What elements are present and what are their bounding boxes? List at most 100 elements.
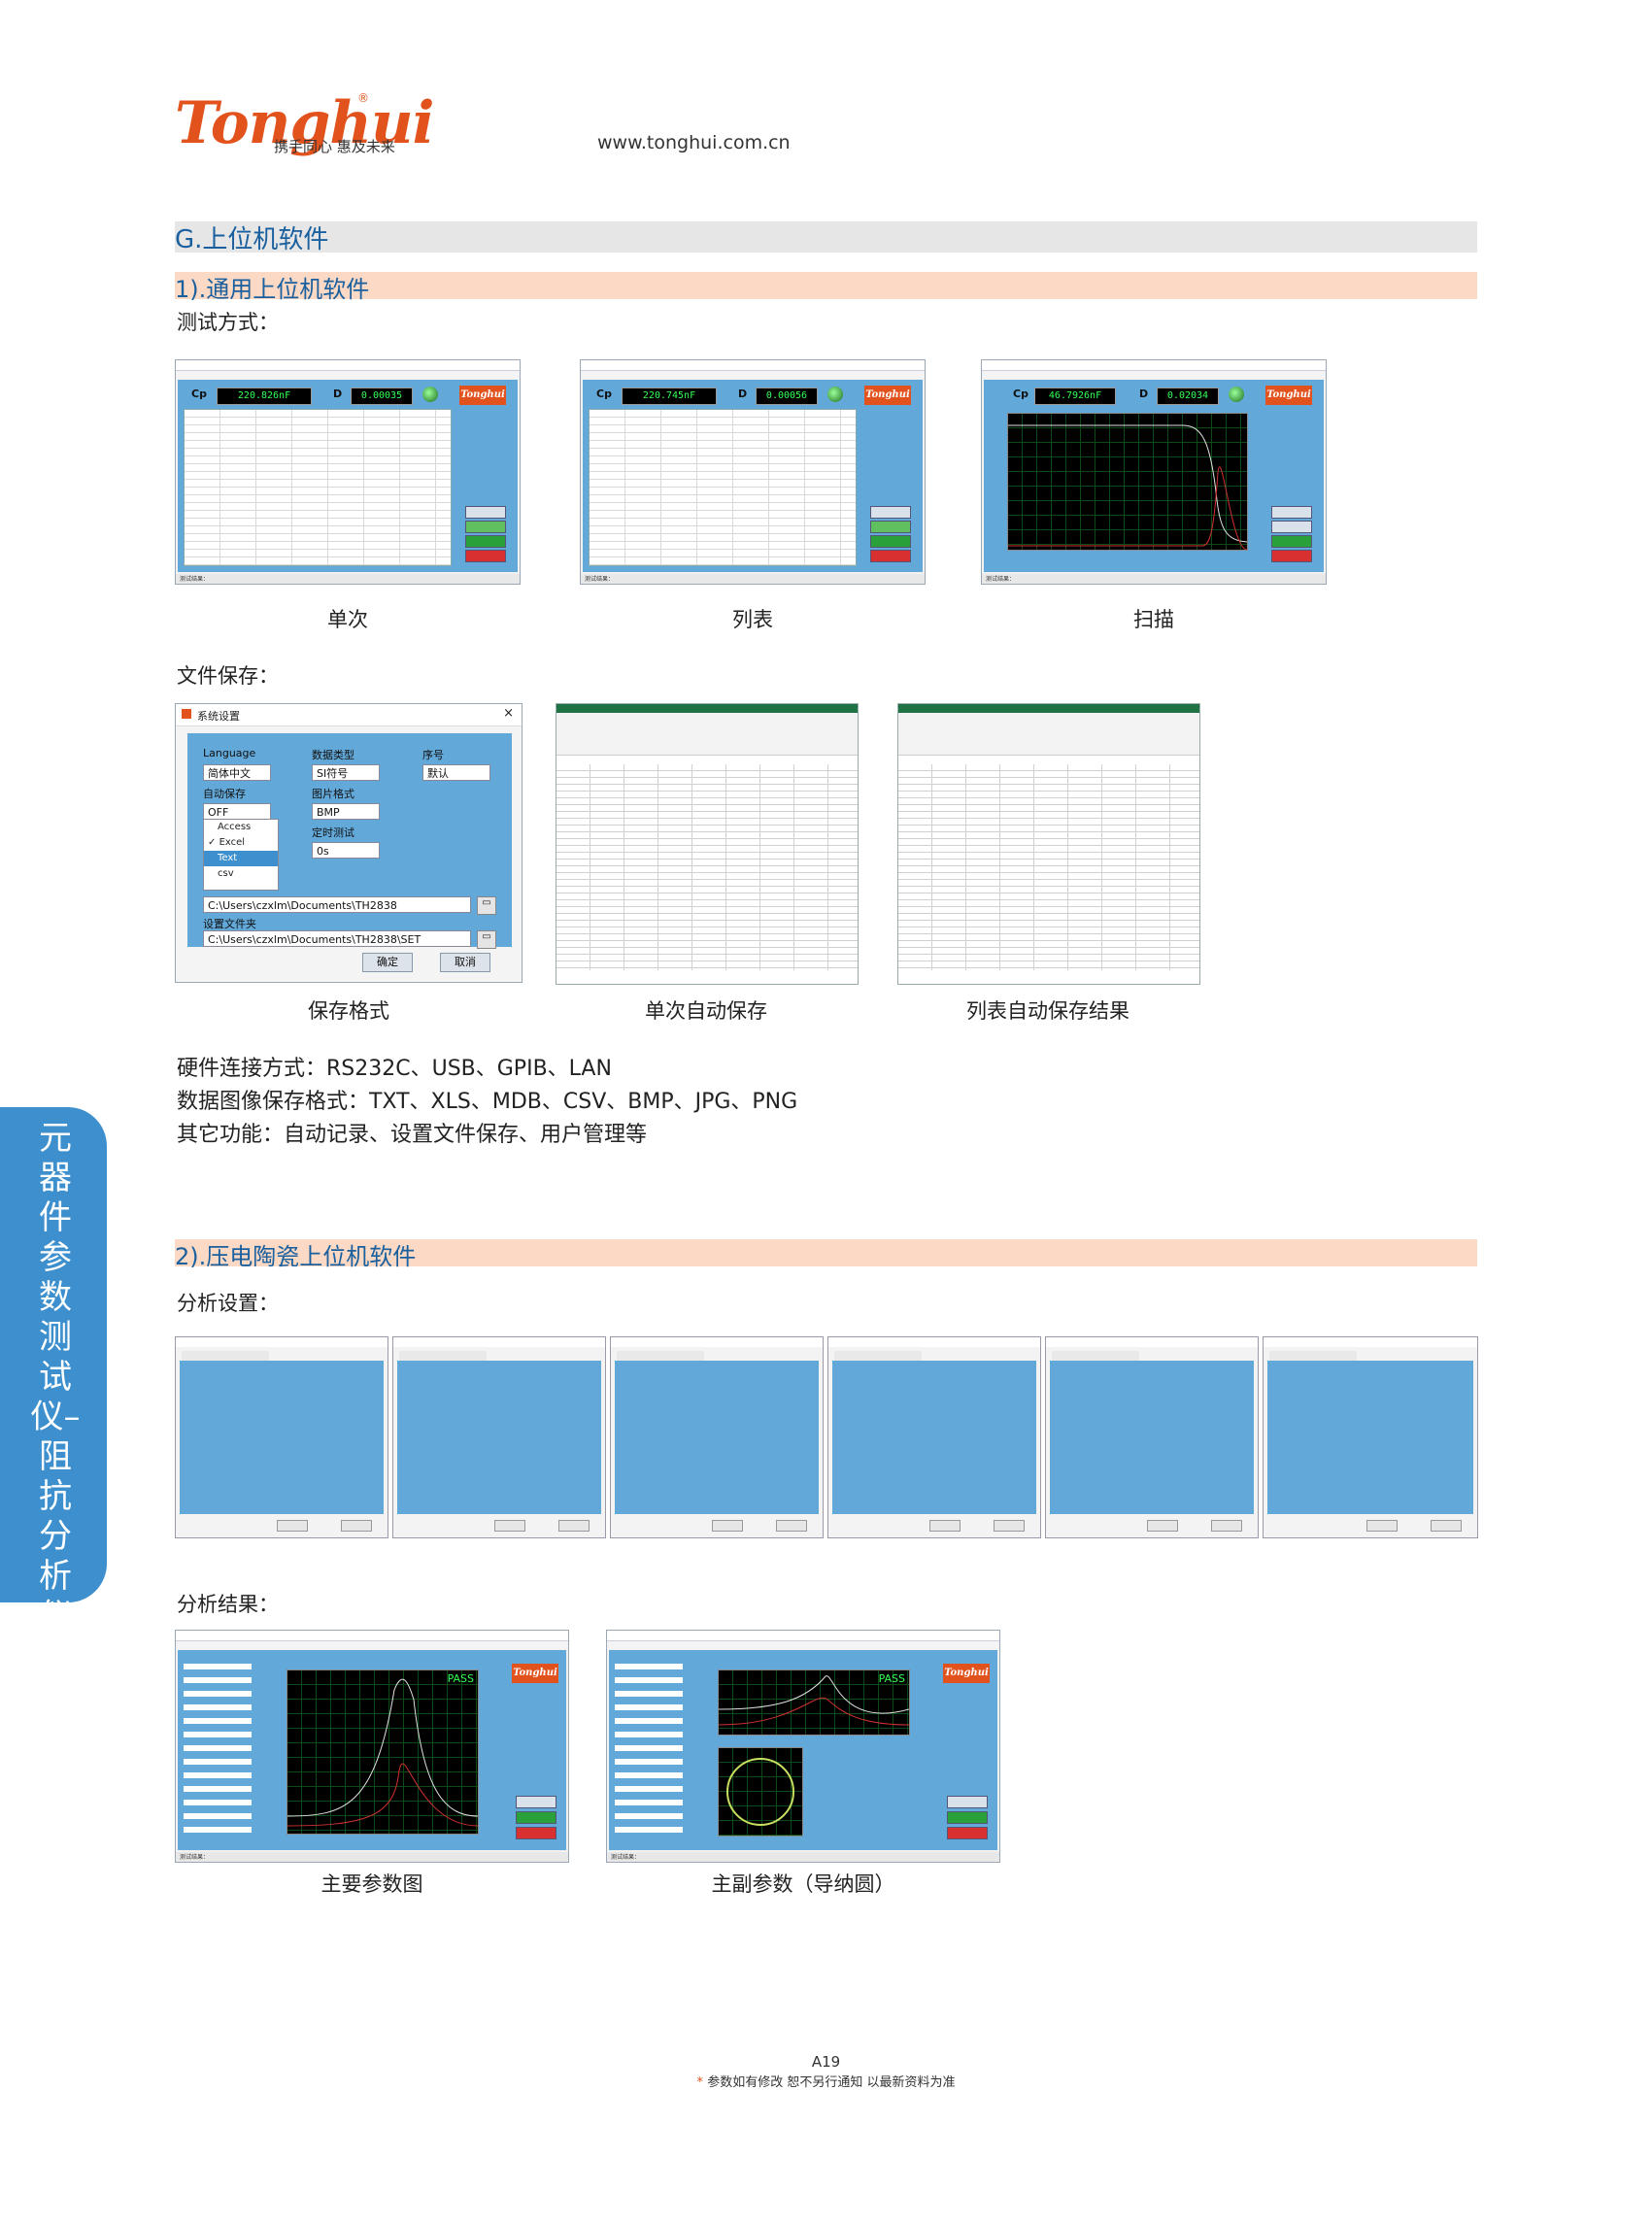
ok-button[interactable] xyxy=(1366,1520,1398,1532)
ok-button[interactable]: 确定 xyxy=(362,953,413,972)
side-button[interactable] xyxy=(1271,521,1312,533)
excel-grid xyxy=(898,764,1199,970)
settings-path-input[interactable]: C:\Users\czxlm\Documents\TH2838\SET xyxy=(203,930,471,947)
main-parameter-plot: PASS xyxy=(287,1669,479,1835)
cancel-button[interactable] xyxy=(341,1520,372,1532)
dialog-body xyxy=(615,1361,819,1514)
dialog-tabs xyxy=(1269,1351,1357,1361)
info-hardware: 硬件连接方式：RS232C、USB、GPIB、LAN xyxy=(177,1057,612,1081)
side-button[interactable] xyxy=(870,550,911,562)
cancel-button[interactable]: 取消 xyxy=(440,953,490,972)
sequence-select[interactable]: 默认 xyxy=(422,764,490,781)
autosave-select[interactable]: OFF xyxy=(203,803,271,820)
timer-input[interactable]: 0s xyxy=(312,842,380,859)
dropdown-option[interactable]: ✓ Excel xyxy=(204,835,278,851)
cp-readout: 46.7926nF xyxy=(1034,388,1116,405)
ok-button[interactable] xyxy=(929,1520,961,1532)
dialog-tabs xyxy=(399,1351,487,1361)
excel-ribbon xyxy=(556,704,858,756)
sweep-plot xyxy=(1007,413,1248,551)
dialog-titlebar xyxy=(1046,1337,1258,1347)
status-bar: 测试结果： xyxy=(607,1852,999,1862)
side-button[interactable] xyxy=(516,1811,556,1824)
side-button[interactable] xyxy=(516,1796,556,1808)
side-button[interactable] xyxy=(1271,535,1312,548)
close-icon[interactable]: × xyxy=(503,706,514,721)
single-autosave-excel xyxy=(556,703,859,985)
settings-folder-label: 设置文件夹 xyxy=(203,918,256,930)
test-mode-label: 测试方式： xyxy=(177,311,279,334)
dialog-tabs xyxy=(834,1351,922,1361)
d-readout: 0.02034 xyxy=(1157,388,1219,405)
side-button[interactable] xyxy=(947,1811,988,1824)
ok-button[interactable] xyxy=(1147,1520,1178,1532)
app-logo: Tonghui xyxy=(1265,386,1312,405)
side-button[interactable] xyxy=(947,1796,988,1808)
language-select[interactable]: 简体中文 xyxy=(203,764,271,781)
page-number: A19 xyxy=(811,2053,841,2071)
side-button[interactable] xyxy=(870,506,911,519)
app-body: Cp 46.7926nF D 0.02034 Tonghui xyxy=(984,380,1324,572)
dialog-titlebar xyxy=(393,1337,605,1347)
dialog-titlebar xyxy=(1264,1337,1477,1347)
cancel-button[interactable] xyxy=(1211,1520,1242,1532)
cp-label: Cp xyxy=(1013,388,1028,400)
cancel-button[interactable] xyxy=(558,1520,590,1532)
pass-indicator: PASS xyxy=(878,1672,905,1685)
status-bar: 测试结果： xyxy=(982,574,1326,584)
image-format-select[interactable]: BMP xyxy=(312,803,380,820)
dialog-tabs xyxy=(617,1351,704,1361)
dialog-title: 系统设置 xyxy=(197,710,240,723)
dropdown-option[interactable]: csv xyxy=(218,868,234,879)
list-autosave-excel xyxy=(897,703,1200,985)
dialog-body xyxy=(832,1361,1036,1514)
app-body: Cp 220.745nF D 0.00056 Tonghui xyxy=(583,380,923,572)
website-url[interactable]: www.tonghui.com.cn xyxy=(597,132,791,153)
side-button[interactable] xyxy=(1271,506,1312,519)
dropdown-option[interactable]: Access xyxy=(218,822,252,832)
dialog-titlebar: 系统设置 × xyxy=(176,704,522,726)
side-button[interactable] xyxy=(1271,550,1312,562)
side-button[interactable] xyxy=(465,535,506,548)
d-label: D xyxy=(1139,388,1149,400)
folder-icon[interactable]: ▭ xyxy=(477,896,496,915)
dialog-body xyxy=(1267,1361,1473,1514)
folder-icon[interactable]: ▭ xyxy=(477,930,496,949)
data-type-select[interactable]: SI符号 xyxy=(312,764,380,781)
analysis-dialog-6 xyxy=(1263,1336,1478,1538)
dialog-titlebar xyxy=(828,1337,1040,1347)
analysis-settings-label: 分析设置： xyxy=(177,1292,279,1315)
save-path-input[interactable]: C:\Users\czxlm\Documents\TH2838 xyxy=(203,896,471,913)
side-button[interactable] xyxy=(465,550,506,562)
side-button[interactable] xyxy=(516,1827,556,1839)
d-label: D xyxy=(333,388,343,400)
caption-list-autosave: 列表自动保存结果 xyxy=(966,999,1129,1023)
check-icon: ✓ xyxy=(208,837,219,848)
cancel-button[interactable] xyxy=(994,1520,1025,1532)
ok-button[interactable] xyxy=(712,1520,743,1532)
side-button[interactable] xyxy=(465,506,506,519)
side-button[interactable] xyxy=(870,535,911,548)
registered-mark: ® xyxy=(357,91,369,105)
status-lamp-icon xyxy=(1229,387,1244,402)
image-format-label: 图片格式 xyxy=(312,788,354,800)
dialog-titlebar xyxy=(176,1337,388,1347)
parameter-curve xyxy=(718,1675,910,1726)
results-table xyxy=(589,409,857,566)
cancel-button[interactable] xyxy=(776,1520,807,1532)
footer-note-text: 参数如有修改 恕不另行通知 以最新资料为准 xyxy=(707,2075,956,2090)
side-button[interactable] xyxy=(465,521,506,533)
dropdown-option-highlighted[interactable]: Text xyxy=(204,851,278,866)
subsection-bar-2 xyxy=(175,1239,1477,1266)
cancel-button[interactable] xyxy=(1431,1520,1462,1532)
footer-star: * xyxy=(696,2075,704,2090)
results-table xyxy=(184,409,452,566)
side-button[interactable] xyxy=(947,1827,988,1839)
file-save-label: 文件保存： xyxy=(177,664,279,688)
side-button[interactable] xyxy=(870,521,911,533)
ok-button[interactable] xyxy=(494,1520,525,1532)
ok-button[interactable] xyxy=(277,1520,308,1532)
subsection-title-1: 1).通用上位机软件 xyxy=(175,276,370,303)
dialog-body xyxy=(1050,1361,1254,1514)
window-menubar xyxy=(982,371,1326,379)
